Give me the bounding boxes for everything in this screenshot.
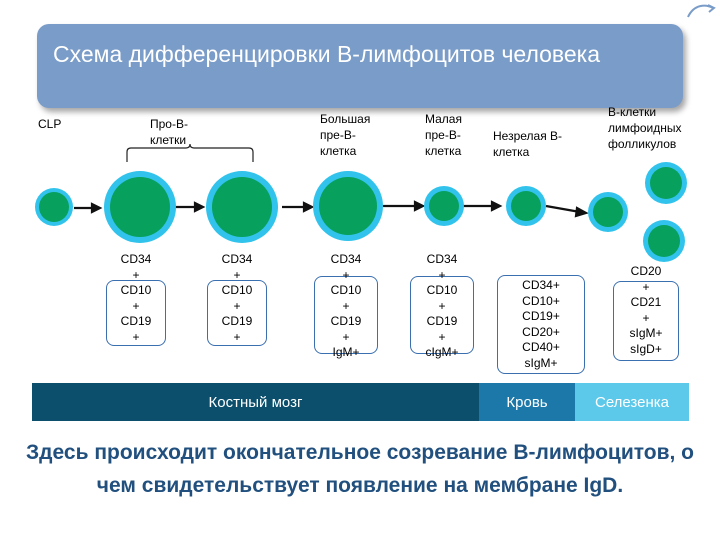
arrows [74, 200, 589, 218]
cell-follicular-b-2 [643, 220, 685, 262]
marker-box-pro-b-2 [207, 280, 267, 346]
arrow-3-head [302, 201, 315, 213]
stage-label-immature-b: Незрелая В-клетка [493, 129, 563, 159]
pro-b-bracket [126, 143, 254, 162]
stage-label-clp: CLP [38, 117, 62, 131]
markers-pro-b-2: CD34 + CD10 + CD19 + [221, 252, 253, 344]
band-bone-marrow: Костный мозг [32, 383, 479, 421]
stage-label-follicular-b: В-клетки лимфоидных фолликулов [608, 105, 682, 151]
caption: Здесь происходит окончательное созревани… [26, 441, 694, 497]
markers-immature-b: CD34+ CD10+ CD19+ CD20+ CD40+ sIgM+ [522, 278, 560, 370]
cell-pro-b-2 [206, 171, 278, 243]
cell-spleen-entry [588, 192, 628, 232]
band-bone-marrow-label: Костный мозг [208, 393, 303, 411]
arrow-2-head [193, 201, 206, 213]
arrow-6-head [574, 206, 589, 218]
marker-box-large-pre-b [314, 276, 378, 354]
stage-label-pro-b: Про-В-клетки [150, 117, 188, 147]
marker-box-follicular-b [613, 281, 679, 361]
title-box: Схема дифференцировки В-лимфоцитов челов… [37, 24, 683, 108]
band-spleen: Селезенка [575, 383, 689, 421]
band-spleen-label: Селезенка [594, 393, 669, 411]
cell-immature-b [506, 186, 546, 226]
markers-large-pre-b: CD34 + CD10 + CD19 + IgM+ [330, 252, 362, 359]
arrow-4-head [413, 200, 426, 212]
marker-box-small-pre-b [410, 276, 474, 354]
band-blood: Кровь [479, 383, 575, 421]
arrow-5-head [490, 200, 503, 212]
cell-large-pre-b [313, 171, 383, 241]
markers-small-pre-b: CD34 + CD10 + CD19 + cIgM+ [425, 252, 459, 359]
marker-box-pro-b-1 [106, 280, 166, 346]
page-title: Схема дифференцировки В-лимфоцитов челов… [53, 41, 601, 67]
cell-clp [35, 188, 73, 226]
markers-follicular-b: CD20 + CD21 + sIgM+ sIgD+ [629, 264, 663, 356]
marker-box-immature-b [497, 275, 585, 374]
arrow-6 [545, 204, 581, 214]
stage-label-large-pre-b: Большая пре-В-клетка [320, 112, 371, 158]
cell-small-pre-b [424, 186, 464, 226]
markers-pro-b-1: CD34 + CD10 + CD19 + [120, 252, 152, 344]
arrow-1-head [90, 202, 103, 214]
stage-label-small-pre-b: Малая пре-В-клетка [425, 112, 462, 158]
band-blood-label: Кровь [506, 393, 548, 411]
arrow-curve-icon [687, 4, 716, 18]
cell-pro-b-1 [104, 171, 176, 243]
cell-follicular-b-1 [645, 162, 687, 204]
